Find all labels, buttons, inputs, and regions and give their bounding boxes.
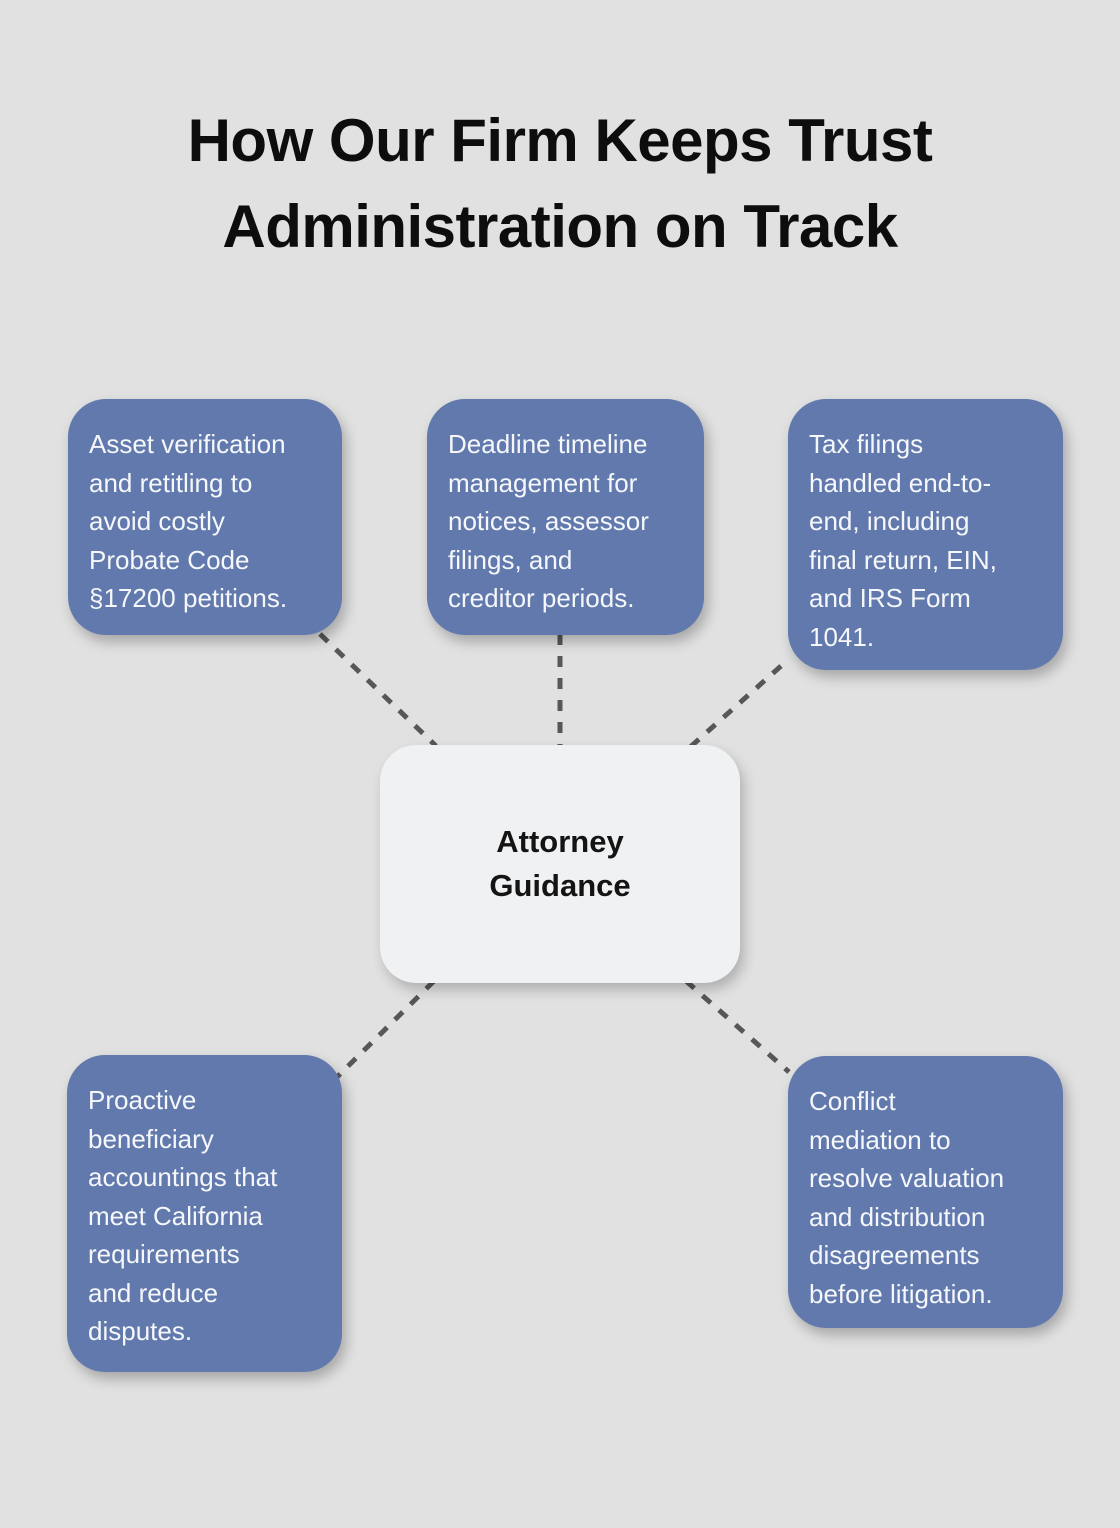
page-title: How Our Firm Keeps Trust Administration … (187, 107, 933, 260)
card-beneficiary-accountings: Proactive beneficiary accountings that m… (67, 1055, 342, 1372)
connector-top-right (686, 664, 783, 751)
card-conflict-mediation-text: Conflict mediation to resolve valuation … (809, 1086, 1005, 1309)
card-tax-filings-text: Tax filings handled end-to- end, includi… (809, 429, 997, 652)
connector-bottom-left (332, 979, 436, 1082)
center-node-attorney-guidance: Attorney Guidance (380, 745, 740, 983)
card-beneficiary-accountings-text: Proactive beneficiary accountings that m… (88, 1085, 278, 1346)
center-node-label: Attorney Guidance (489, 824, 631, 903)
card-deadline-management-text: Deadline timeline management for notices… (448, 429, 649, 613)
card-tax-filings: Tax filings handled end-to- end, includi… (788, 399, 1063, 670)
connector-bottom-right (684, 979, 791, 1074)
card-asset-verification: Asset verification and retitling to avoi… (68, 399, 342, 635)
card-deadline-management: Deadline timeline management for notices… (427, 399, 704, 635)
card-asset-verification-text: Asset verification and retitling to avoi… (89, 429, 288, 613)
card-conflict-mediation: Conflict mediation to resolve valuation … (788, 1056, 1063, 1328)
connector-top-left (318, 632, 438, 748)
